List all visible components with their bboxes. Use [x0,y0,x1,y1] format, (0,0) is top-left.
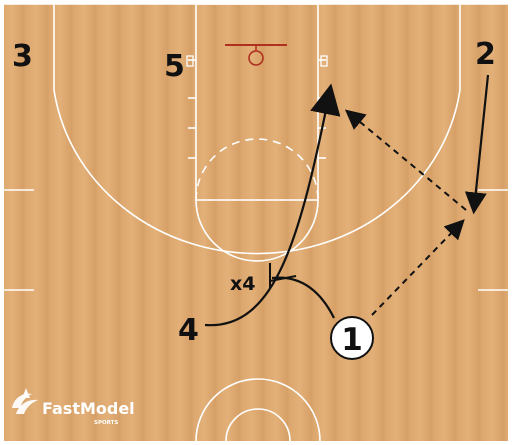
free-throw-circle-bottom [195,199,319,262]
player-4-label: 4 [178,313,199,348]
screen-marker [269,263,297,288]
logo-sub: SPORTS [94,420,118,426]
pass-2-to-4 [344,109,467,211]
player-5-label: 5 [164,49,185,84]
center-circle-inner [225,408,291,442]
player-2-label: 2 [475,37,496,72]
three-point-line [53,4,461,255]
defender-label: x4 [230,273,255,295]
player-2-cut-path [464,74,490,215]
hoop [225,44,287,66]
rim [248,50,264,66]
player-1-drift-path [271,276,335,319]
court-floor [4,4,508,441]
player-1-ball-handler [330,316,374,360]
player-4-cut-path [204,83,341,327]
fastmodel-logo: FastModel SPORTS [12,388,135,426]
center-circle [195,378,321,442]
logo-brand: FastModel [42,399,135,418]
player-3-label: 3 [12,39,33,74]
player-1-label: 1 [341,322,363,358]
